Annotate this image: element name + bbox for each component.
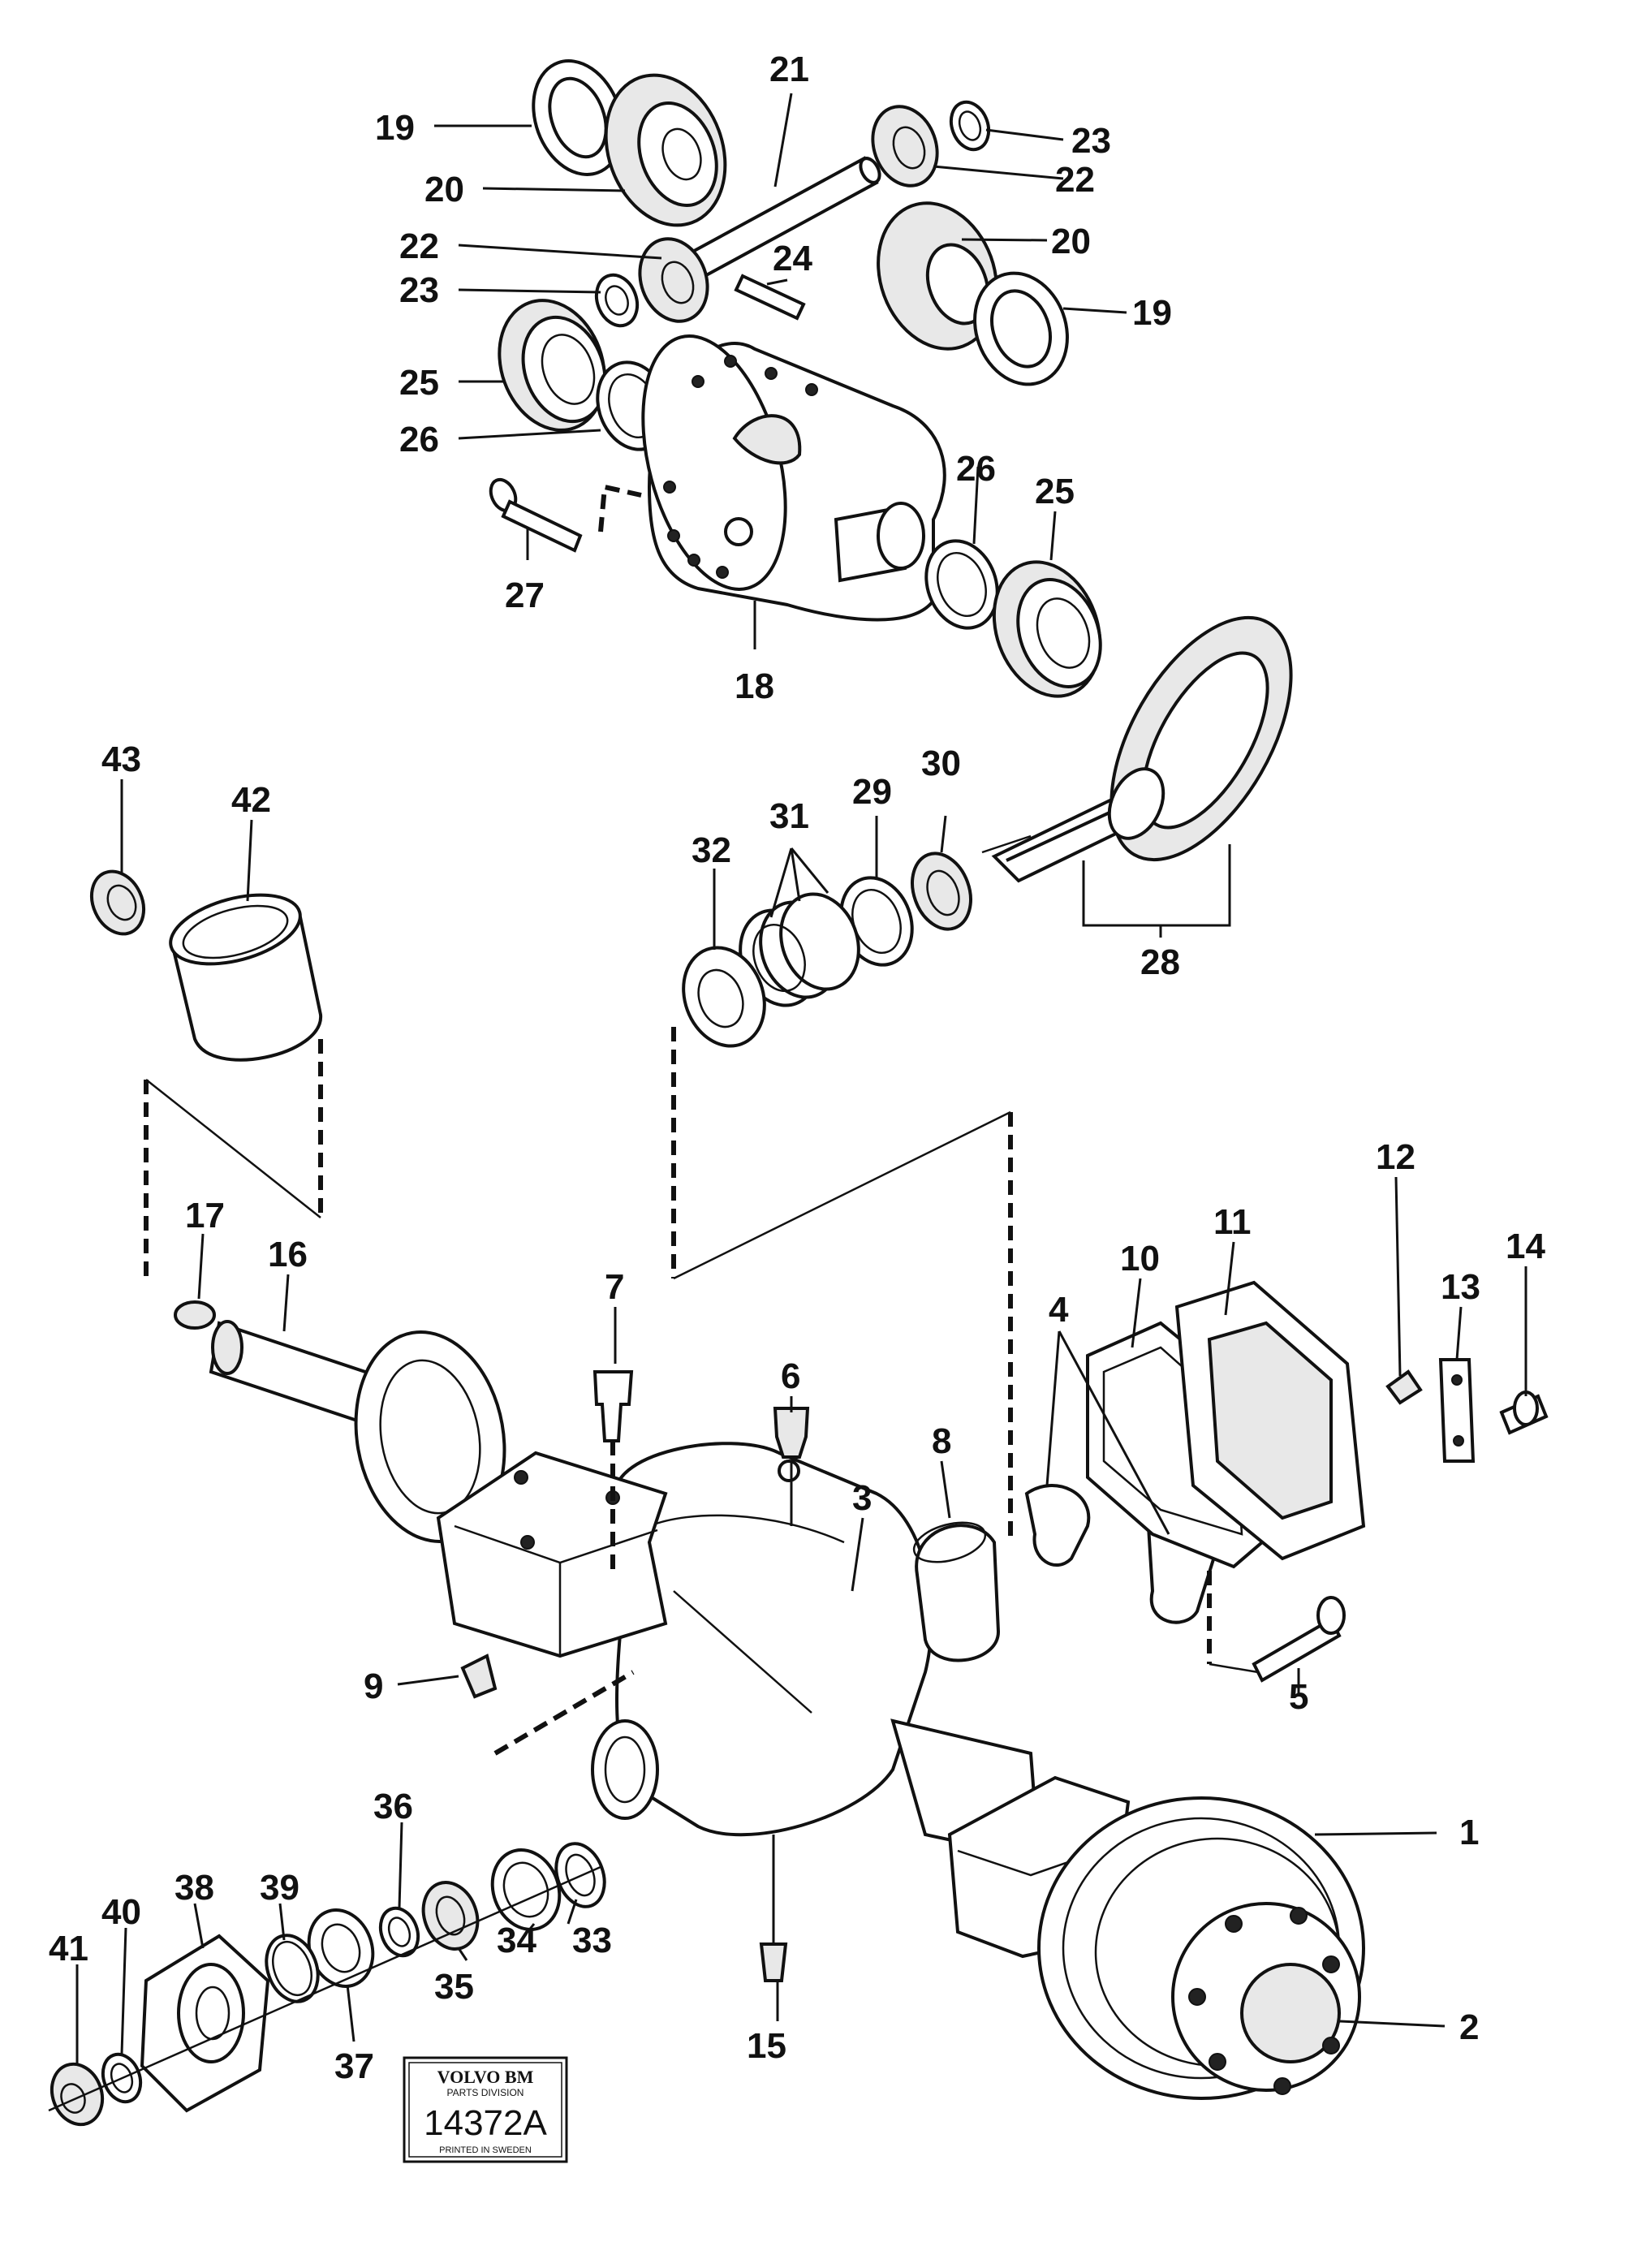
bearing-cone-30 <box>911 852 972 931</box>
o-ring-39 <box>265 1934 320 2003</box>
callout-42: 42 <box>231 780 271 820</box>
callout-4: 4 <box>1049 1290 1069 1330</box>
callout-35: 35 <box>434 1967 474 2007</box>
clip-8 <box>912 1521 1001 1662</box>
stamp-printed: PRINTED IN SWEDEN <box>439 2145 532 2155</box>
callout-29: 29 <box>852 772 892 812</box>
callout-17: 17 <box>185 1196 225 1235</box>
callout-40: 40 <box>101 1892 141 1932</box>
lock-pin-24 <box>734 274 806 321</box>
differential-housing-18 <box>641 334 946 622</box>
callout-20-right: 20 <box>1051 222 1091 261</box>
callout-24: 24 <box>773 239 812 278</box>
callout-25-left: 25 <box>399 363 439 403</box>
callout-37: 37 <box>334 2046 374 2086</box>
callout-10: 10 <box>1120 1239 1160 1278</box>
callout-9: 9 <box>364 1667 383 1706</box>
shim-26-right <box>924 539 999 630</box>
bolt-14 <box>1499 1391 1549 1435</box>
callout-12: 12 <box>1376 1137 1415 1177</box>
lower-left-parts <box>48 1842 606 2127</box>
callout-3: 3 <box>852 1478 872 1518</box>
pinion-gear-22-left <box>638 237 709 323</box>
callout-28: 28 <box>1140 942 1180 982</box>
callout-5: 5 <box>1289 1677 1308 1717</box>
callout-43: 43 <box>101 739 141 779</box>
plug-6 <box>773 1407 810 1526</box>
thrust-washer-19-right <box>973 271 1069 386</box>
callout-36: 36 <box>373 1787 413 1826</box>
callout-41: 41 <box>49 1929 88 1968</box>
bushing-42 <box>169 893 323 1062</box>
hub-2 <box>1171 1902 1361 2095</box>
callout-2: 2 <box>1459 2007 1479 2047</box>
callout-19-left: 19 <box>375 108 415 148</box>
parts-division-stamp: VOLVO BM PARTS DIVISION 14372A PRINTED I… <box>403 2056 568 2163</box>
callout-13: 13 <box>1441 1267 1480 1307</box>
dowel-17 <box>174 1300 216 1330</box>
nut-43 <box>89 869 146 936</box>
callout-7: 7 <box>605 1267 624 1307</box>
companion-flange-38 <box>140 1934 270 2113</box>
callout-33: 33 <box>572 1921 612 1960</box>
callout-numbers: 19 20 21 23 22 20 19 22 23 24 25 26 26 2… <box>49 50 1545 2086</box>
bolt-5 <box>1207 1571 1346 1683</box>
differential-group <box>489 59 1102 698</box>
callout-19-right: 19 <box>1132 293 1172 333</box>
callout-8: 8 <box>932 1421 951 1461</box>
pinion-bearing-group <box>682 834 1032 1048</box>
callout-23-left: 23 <box>399 270 439 310</box>
callout-14: 14 <box>1506 1227 1545 1266</box>
callout-11: 11 <box>1213 1202 1252 1242</box>
callout-39: 39 <box>260 1868 299 1908</box>
bearing-cone-35 <box>421 1881 480 1951</box>
stamp-number: 14372A <box>424 2103 547 2143</box>
callout-20-left: 20 <box>424 170 464 209</box>
callout-25-right: 25 <box>1035 472 1075 511</box>
callout-27: 27 <box>505 576 545 615</box>
callout-31: 31 <box>769 796 809 836</box>
callout-34: 34 <box>497 1921 536 1960</box>
plug-12 <box>1385 1369 1423 1405</box>
plug-9 <box>460 1654 635 1756</box>
callout-1: 1 <box>1459 1813 1479 1852</box>
callout-23-right: 23 <box>1071 121 1111 161</box>
lock-plate-13 <box>1438 1358 1476 1463</box>
pinion-gear-22-right <box>871 105 939 188</box>
callout-32: 32 <box>692 830 731 870</box>
callout-30: 30 <box>921 744 961 783</box>
bearing-cup-32 <box>682 946 766 1048</box>
grease-nipple-15 <box>759 1942 788 1982</box>
cover-11 <box>1174 1280 1366 1561</box>
callout-22-left: 22 <box>399 226 439 266</box>
spring-seat-left <box>436 1451 668 1658</box>
crown-wheel-and-pinion-28 <box>991 615 1293 883</box>
callout-18: 18 <box>735 666 774 706</box>
callout-22-right: 22 <box>1055 160 1095 200</box>
callout-26-left: 26 <box>399 420 439 459</box>
callout-38: 38 <box>175 1868 214 1908</box>
bearing-25-left <box>498 299 607 432</box>
callout-15: 15 <box>747 2026 786 2066</box>
stamp-brand: VOLVO BM <box>437 2067 534 2087</box>
callout-16: 16 <box>268 1235 308 1274</box>
thrust-washer-19-left <box>532 59 624 176</box>
washer-23-right <box>949 100 991 152</box>
shim-36 <box>378 1906 420 1958</box>
callout-6: 6 <box>781 1356 800 1396</box>
axle-shaft-16 <box>209 1320 506 1543</box>
washer-23-left <box>594 273 640 328</box>
side-gear-20-left <box>604 73 727 227</box>
bearing-25-right <box>992 560 1102 698</box>
bearing-cup-34 <box>490 1848 562 1931</box>
nut-41 <box>50 2062 105 2127</box>
bolt-27 <box>489 477 583 553</box>
breather-7 <box>592 1370 634 1575</box>
leader-lines <box>75 93 1527 2066</box>
callout-21: 21 <box>769 50 809 89</box>
stamp-division: PARTS DIVISION <box>447 2087 524 2098</box>
callout-26-right: 26 <box>956 449 996 489</box>
